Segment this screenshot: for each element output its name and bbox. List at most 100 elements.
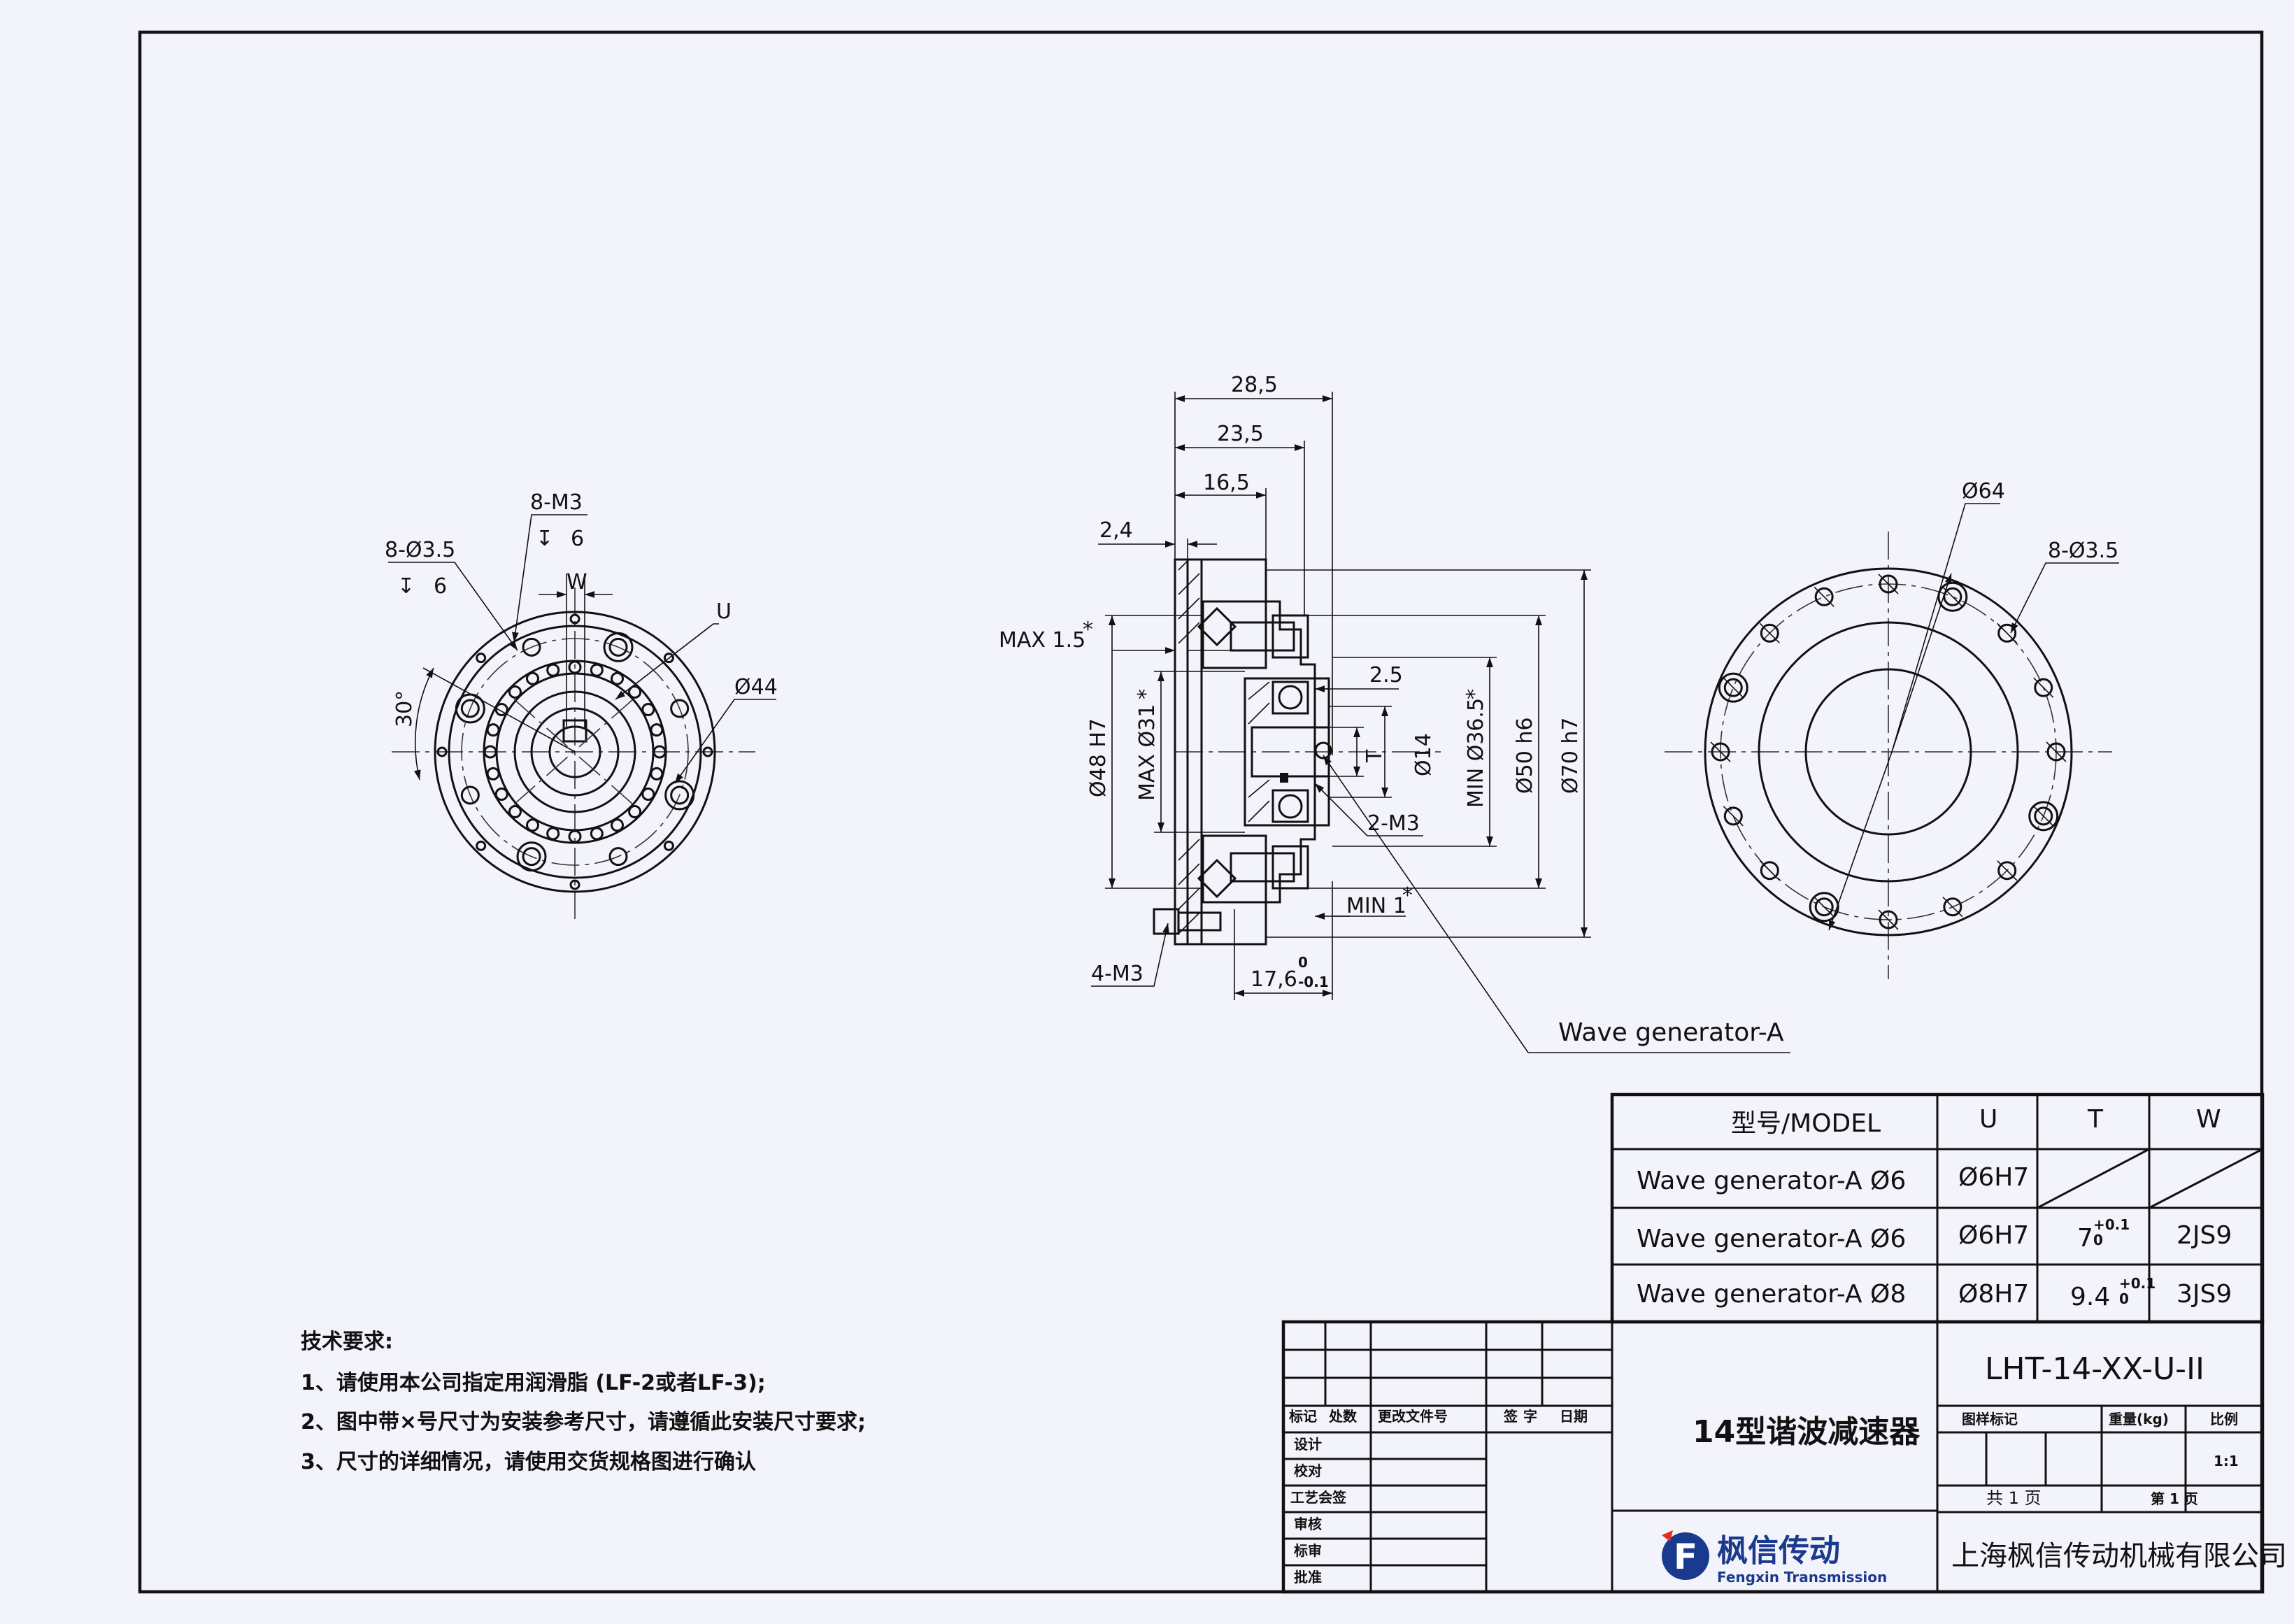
- tol-lower: -0.1: [1298, 974, 1329, 990]
- row1-model: Wave generator-A Ø6: [1637, 1167, 1906, 1195]
- star-4: *: [1462, 689, 1487, 699]
- mounting-hole: [608, 847, 628, 867]
- roller: [611, 818, 624, 832]
- roller: [546, 663, 560, 677]
- tech-note-3: 3、尺寸的详细情况，请使用交货规格图进行确认: [301, 1450, 756, 1474]
- roller: [526, 671, 539, 685]
- lv-u-label: U: [716, 599, 732, 624]
- sheets-total: 共 1 页: [1986, 1488, 2042, 1508]
- col-label-3: 签: [1503, 1408, 1518, 1425]
- roller: [494, 788, 508, 801]
- dim-14: Ø14: [1411, 733, 1436, 776]
- row3-t-tol2: 0: [2119, 1290, 2129, 1307]
- mounting-hole: [460, 699, 480, 718]
- flange-hole: [1879, 910, 1898, 929]
- hole-centerline: [1814, 586, 1835, 607]
- row3-model: Wave generator-A Ø8: [1637, 1280, 1906, 1309]
- dim-t: T: [1362, 749, 1387, 763]
- row3-t-tol: +0.1: [2119, 1275, 2156, 1292]
- row-label-1: 校对: [1294, 1462, 1322, 1479]
- wave-generator-callout: Wave generator-A: [1558, 1018, 1784, 1047]
- row3-t: 9.4: [2070, 1283, 2110, 1311]
- tapped-hole: [663, 653, 674, 664]
- roller: [650, 723, 664, 737]
- dim-max-1-5: MAX 1.5: [999, 628, 1085, 653]
- hole-centerline: [1878, 574, 1899, 594]
- roller: [486, 767, 500, 781]
- logo-icon: F: [1662, 1530, 1709, 1580]
- hdr-model: 型号/MODEL: [1731, 1109, 1881, 1138]
- tech-note-1: 1、请使用本公司指定用润滑脂 (LF-2或者LF-3);: [301, 1371, 766, 1395]
- row-label-4: 标审: [1294, 1542, 1322, 1559]
- flange-hole: [2034, 806, 2053, 826]
- product-name: 14型谐波减速器: [1693, 1414, 1921, 1450]
- lv-angle-label: 30°: [392, 690, 417, 727]
- roller: [653, 745, 667, 759]
- tech-notes: 技术要求: 1、请使用本公司指定用润滑脂 (LF-2或者LF-3); 2、图中带…: [301, 1330, 866, 1474]
- flange-counterbore: [2028, 801, 2059, 832]
- rv-dia-label: Ø64: [1962, 479, 2005, 504]
- left-view: 8-Ø3.5 ↧ 6 8-M3 ↧ 6 W U Ø44 30°: [385, 490, 778, 923]
- lv-tapped-depth: 6: [571, 527, 584, 551]
- inner-frame: [138, 30, 2264, 1594]
- mounting-hole: [522, 847, 541, 867]
- dim-23-5: 23,5: [1217, 422, 1264, 446]
- model-table: 型号/MODEL U T W Wave generator-A Ø6 Ø6H7 …: [1610, 1092, 2265, 1324]
- flange-hole: [1814, 897, 1834, 917]
- hole-centerline: [2033, 677, 2054, 698]
- row2-model: Wave generator-A Ø6: [1637, 1225, 1906, 1253]
- part-number: LHT-14-XX-U-II: [1985, 1351, 2204, 1387]
- row2-w: 2JS9: [2177, 1221, 2232, 1250]
- tapped-hole: [476, 653, 487, 664]
- row3-w: 3JS9: [2177, 1280, 2232, 1309]
- grid-label-2: 比例: [2210, 1411, 2238, 1427]
- star-1: *: [1083, 618, 1093, 642]
- flange-counterbore: [1937, 581, 1968, 612]
- hole-centerline: [2046, 741, 2067, 762]
- mounting-hole: [460, 785, 480, 805]
- lv-holes-label: 8-Ø3.5: [385, 538, 455, 562]
- row-label-0: 设计: [1294, 1436, 1322, 1453]
- grid-label-1: 重量(kg): [2109, 1411, 2169, 1427]
- star-3: *: [1134, 689, 1158, 699]
- star-2: *: [1402, 883, 1413, 908]
- roller: [650, 767, 664, 781]
- row2-t: 7: [2077, 1224, 2093, 1253]
- logo-en: Fengxin Transmission: [1717, 1569, 1887, 1586]
- flange-hole: [1760, 623, 1779, 643]
- hole-centerline: [1710, 741, 1731, 762]
- dim-16-5: 16,5: [1203, 471, 1250, 495]
- lv-w-label: W: [567, 570, 587, 594]
- dim-2-5: 2.5: [1369, 663, 1403, 688]
- roller: [628, 805, 642, 819]
- dim-48-h7: Ø48 H7: [1086, 718, 1111, 797]
- col-label-2: 更改文件号: [1378, 1408, 1448, 1425]
- tapped-hole: [436, 746, 448, 757]
- flange-counterbore: [1809, 892, 1839, 923]
- row2-t-tol2: 0: [2093, 1232, 2103, 1248]
- roller: [628, 685, 642, 699]
- roller: [526, 818, 539, 832]
- row3-u: Ø8H7: [1958, 1280, 2029, 1309]
- roller: [568, 829, 582, 843]
- col-label-4: 字: [1523, 1408, 1537, 1425]
- rv-holes-label: 8-Ø3.5: [2048, 539, 2118, 563]
- flange-hole: [1943, 587, 1962, 606]
- dim-2-4: 2,4: [1099, 518, 1133, 543]
- row2-t-tol: +0.1: [2093, 1216, 2130, 1233]
- sheet-no: 第 1 页: [2151, 1490, 2198, 1507]
- lv-holes-depth: 6: [434, 574, 447, 599]
- roller: [590, 663, 604, 677]
- roller: [483, 745, 497, 759]
- hole-centerline: [1814, 897, 1835, 918]
- flange-hole: [1997, 861, 2017, 881]
- mounting-hole: [522, 637, 541, 657]
- roller: [508, 805, 522, 819]
- tapped-hole: [569, 613, 580, 625]
- depth-symbol: ↧: [397, 574, 415, 599]
- dim-17-6: 17,6: [1251, 967, 1297, 992]
- tapped-hole: [663, 840, 674, 851]
- hdr-u: U: [1979, 1105, 1997, 1134]
- logo-cn: 枫信传动: [1717, 1533, 1840, 1569]
- depth-symbol-2: ↧: [536, 527, 553, 551]
